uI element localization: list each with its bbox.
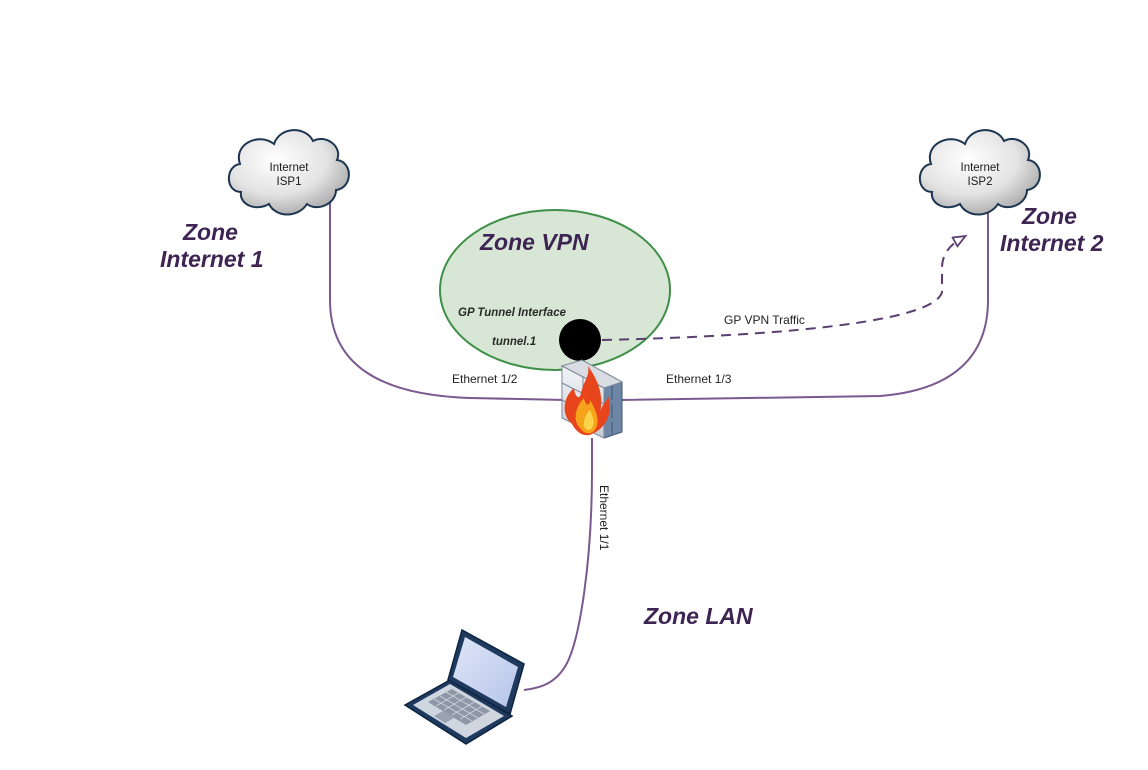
tunnel-name-label: tunnel.1: [492, 336, 536, 348]
ethernet-1-1-label: Ethernet 1/1: [597, 485, 611, 551]
link-firewall-laptop: [523, 438, 593, 691]
isp1-line1: Internet: [270, 162, 310, 174]
isp2-line2: ISP2: [968, 176, 993, 188]
zone-vpn-label: Zone VPN: [479, 229, 589, 255]
cloud-icon: [918, 129, 1041, 216]
tunnel-interface-label: GP Tunnel Interface: [458, 307, 567, 319]
isp1-line2: ISP1: [277, 176, 302, 188]
zone-internet2-line2: Internet 2: [1000, 230, 1104, 256]
ethernet-1-2-label: Ethernet 1/2: [452, 372, 518, 386]
laptop-icon: [403, 628, 525, 745]
link-isp1-firewall: [329, 198, 567, 401]
zone-vpn-area: [439, 209, 671, 371]
firewall-icon: [560, 359, 624, 439]
zone-internet2-line1: Zone: [1021, 203, 1077, 229]
zone-internet1-line2: Internet 1: [160, 246, 264, 272]
zone-internet1-line1: Zone: [182, 219, 238, 245]
zone-lan-label: Zone LAN: [643, 603, 753, 629]
vpn-traffic-arrow: [601, 238, 962, 341]
cloud-icon: [227, 129, 350, 216]
tunnel-interface-icon: [559, 319, 601, 361]
gp-vpn-traffic-label: GP VPN Traffic: [724, 313, 805, 327]
link-firewall-isp2: [619, 198, 989, 401]
ethernet-1-3-label: Ethernet 1/3: [666, 372, 732, 386]
isp2-line1: Internet: [961, 162, 1001, 174]
